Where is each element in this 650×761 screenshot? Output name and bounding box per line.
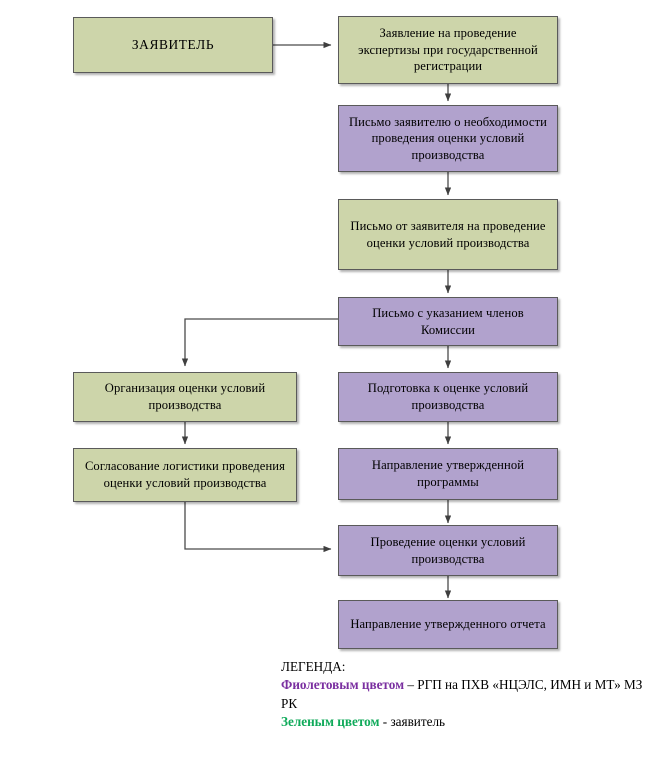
legend-green-keyword: Зеленым цветом: [281, 714, 380, 730]
legend-green-entry: Зеленым цветом - заявитель: [281, 713, 649, 731]
node-send-program-label: Направление утвержденной программы: [371, 458, 525, 489]
legend-purple-keyword: Фиолетовым цветом: [281, 677, 405, 693]
connector-logistics-to-conduct: [184, 502, 332, 553]
node-send-report-label: Направление утвержденного отчета: [350, 617, 546, 632]
node-applicant-label: ЗАЯВИТЕЛЬ: [131, 37, 215, 53]
legend-purple-entry: Фиолетовым цветом – РГП на ПХВ «НЦЭЛС, И…: [281, 676, 649, 713]
legend-green-description: - заявитель: [379, 714, 446, 730]
node-application[interactable]: Заявление на проведение экспертизы при г…: [338, 16, 558, 84]
node-logistics[interactable]: Согласование логистики проведения оценки…: [73, 448, 297, 502]
legend: ЛЕГЕНДА: Фиолетовым цветом – РГП на ПХВ …: [281, 658, 649, 732]
node-conduct[interactable]: Проведение оценки условий производства: [338, 525, 558, 576]
node-letter-from-label: Письмо от заявителя на проведение оценки…: [350, 218, 546, 250]
node-preparation-label: Подготовка к оценке условий производства: [367, 381, 529, 412]
legend-purple-description: – РГП на ПХВ «НЦЭЛС, ИМН и МТ» МЗ РК: [281, 677, 643, 711]
node-organization[interactable]: Организация оценки условий производства: [73, 372, 297, 422]
node-letter-members-label: Письмо с указанием членов Комиссии: [372, 305, 524, 337]
node-organization-label: Организация оценки условий производства: [104, 381, 266, 412]
node-applicant[interactable]: ЗАЯВИТЕЛЬ: [73, 17, 273, 73]
node-conduct-label: Проведение оценки условий производства: [370, 534, 526, 566]
node-letter-need[interactable]: Письмо заявителю о необходимости проведе…: [338, 105, 558, 172]
node-letter-from[interactable]: Письмо от заявителя на проведение оценки…: [338, 199, 558, 270]
node-preparation[interactable]: Подготовка к оценке условий производства: [338, 372, 558, 422]
legend-heading: ЛЕГЕНДА:: [281, 659, 346, 674]
connector-letter-members-to-organization: [181, 318, 338, 367]
node-send-program[interactable]: Направление утвержденной программы: [338, 448, 558, 500]
node-send-report[interactable]: Направление утвержденного отчета: [338, 600, 558, 649]
node-letter-members[interactable]: Письмо с указанием членов Комиссии: [338, 297, 558, 346]
node-application-label: Заявление на проведение экспертизы при г…: [358, 26, 538, 74]
node-logistics-label: Согласование логистики проведения оценки…: [84, 459, 286, 490]
node-letter-need-label: Письмо заявителю о необходимости проведе…: [348, 114, 548, 162]
